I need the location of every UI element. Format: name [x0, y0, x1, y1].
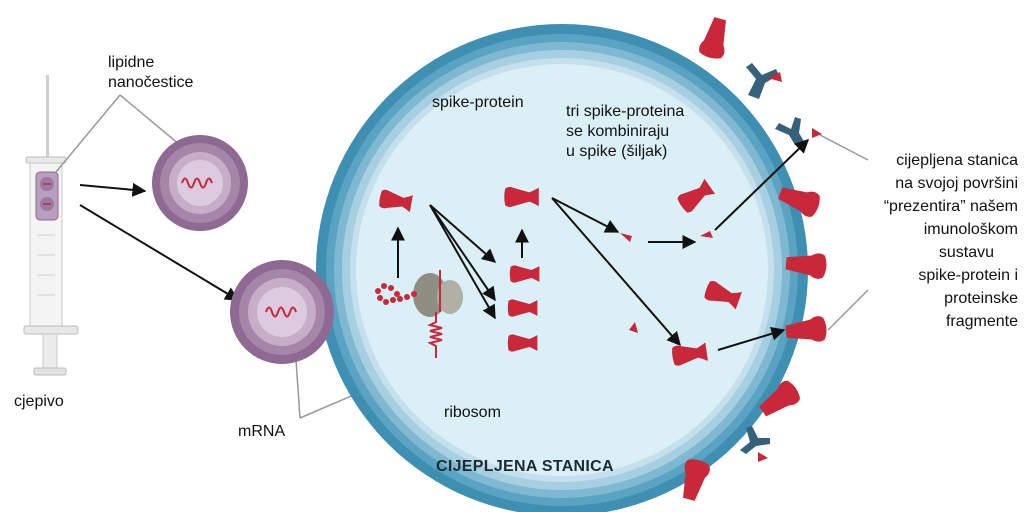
mrna-label: mRNA — [238, 423, 286, 440]
presenting-cell-label-line1: cijepljena stanica — [896, 152, 1018, 169]
syringe-icon — [23, 75, 79, 376]
process-arrows — [391, 139, 810, 351]
arrow-to-nanoparticle — [79, 182, 147, 197]
protein-fragment — [620, 233, 632, 242]
presenting-cell-label-line2: na svojoj površini — [895, 175, 1018, 192]
spike-protein-label: spike-protein — [432, 94, 524, 111]
ribosome-label: ribosom — [444, 404, 501, 421]
lipid-nanoparticles-label-line1: lipidne — [108, 54, 155, 71]
vaccine-label: cjepivo — [14, 393, 64, 410]
presenting-cell-label-line5: sustavu — [938, 244, 994, 261]
lipid-nanoparticles-label-line2: nanočestice — [108, 74, 194, 91]
presenting-cell-label-line3: “prezentira” našem — [883, 198, 1018, 215]
spike-proteins — [378, 178, 743, 367]
three-spikes-label-line2: se kombiniraju — [566, 123, 670, 140]
three-spikes-label-line1: tri spike-proteina — [566, 103, 685, 120]
presented-fragments — [758, 72, 822, 462]
ribosome-icon — [375, 270, 463, 358]
fusing-nanoparticle-icon — [230, 260, 334, 364]
protein-fragment — [700, 231, 713, 238]
presenting-cell-label-line8: fragmente — [945, 313, 1018, 330]
arrow-to-cell — [79, 204, 240, 301]
presenting-cell-label-line7: proteinske — [944, 290, 1018, 307]
presenting-cell-label-line6: spike-protein i — [918, 267, 1018, 284]
three-spikes-label-line3: u spike (šiljak) — [566, 143, 668, 160]
lipid-nanoparticle-icon — [152, 135, 248, 231]
vaccinated-cell — [316, 24, 808, 512]
receptor-icon — [740, 63, 805, 454]
cell-title: CIJEPLJENA STANICA — [436, 458, 614, 475]
presenting-cell-label-line4: imunološkom — [923, 221, 1018, 238]
protein-fragment — [629, 322, 638, 333]
